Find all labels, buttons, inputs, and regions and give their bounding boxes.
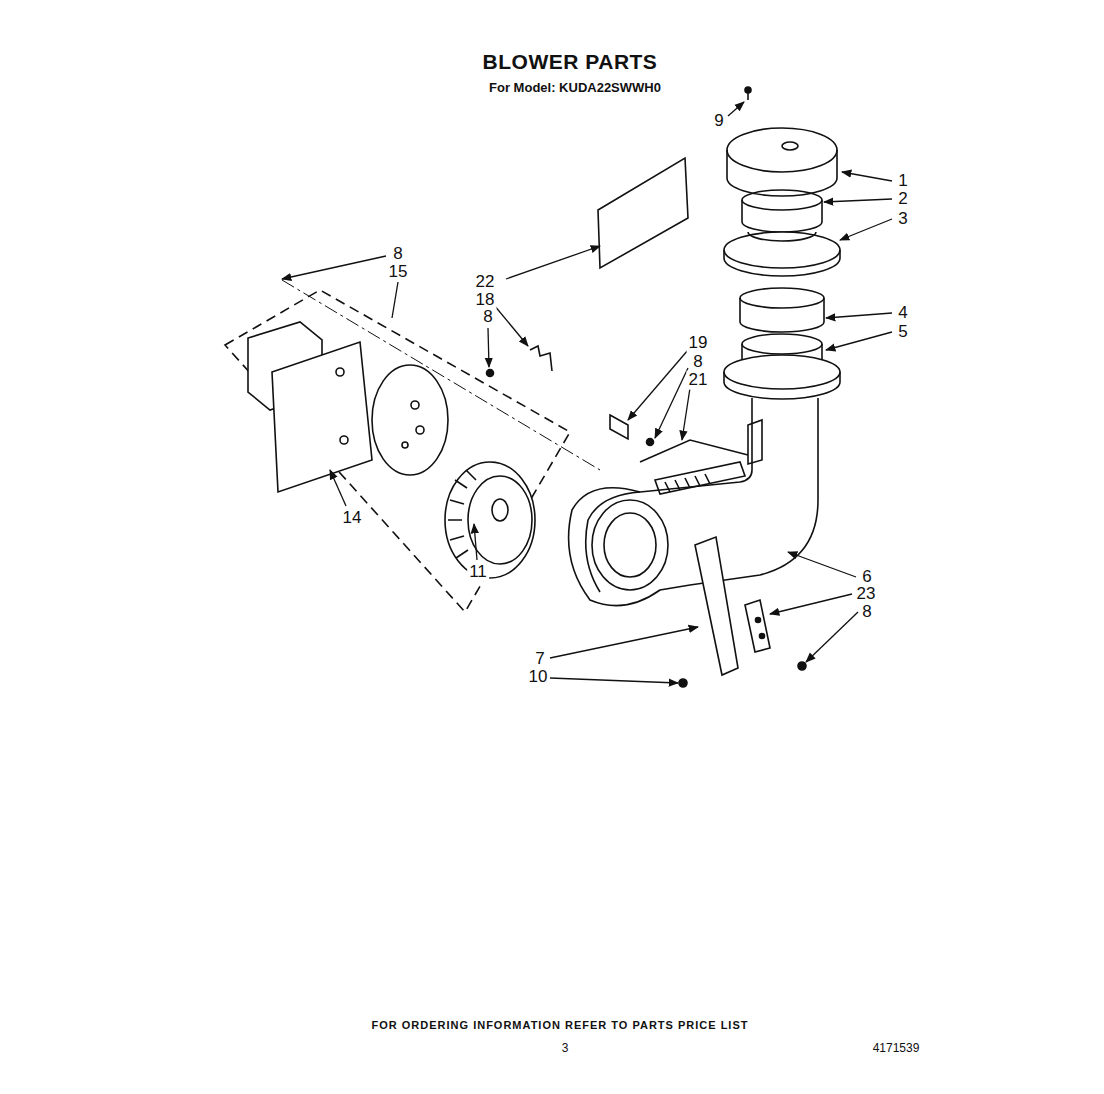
callout-number: 15: [387, 263, 410, 282]
callout-number: 8: [691, 353, 704, 372]
callout-number: 5: [896, 323, 909, 342]
callout-number: 19: [687, 334, 710, 353]
leader-lines: [282, 102, 892, 683]
callout-number: 21: [687, 371, 710, 390]
page-title: BLOWER PARTS: [481, 50, 660, 73]
mounting-brackets: [679, 537, 806, 687]
callout-number: 22: [474, 273, 497, 292]
callout-number: 10: [527, 668, 550, 687]
callout-number: 8: [860, 603, 873, 622]
callout-number: 14: [341, 509, 364, 528]
callout-number: 9: [712, 112, 725, 131]
blower-wheel: [445, 462, 535, 578]
document-number: 4171539: [871, 1042, 922, 1055]
callout-number: 6: [860, 568, 873, 587]
axis-line: [282, 280, 600, 470]
footer-note: FOR ORDERING INFORMATION REFER TO PARTS …: [370, 1019, 751, 1031]
cover-panel: [598, 158, 688, 268]
filter-cap: [727, 87, 837, 196]
callout-number: 4: [896, 304, 909, 323]
leader-line: [392, 282, 398, 318]
small-parts: [487, 346, 749, 462]
assembly-outline: [225, 290, 570, 612]
page-number: 3: [560, 1042, 571, 1055]
callout-number: 7: [533, 650, 546, 669]
callout-number: 8: [391, 245, 404, 264]
callout-number: 23: [855, 585, 878, 604]
model-label: For Model: KUDA22SWWH0: [487, 81, 663, 95]
motor-assembly: [248, 322, 448, 492]
callout-number: 1: [896, 172, 909, 191]
callout-number: 3: [896, 210, 909, 229]
callout-number: 11: [467, 563, 489, 582]
callout-number: 18: [474, 291, 497, 310]
callout-number: 2: [896, 190, 909, 209]
callout-number: 8: [481, 308, 494, 327]
seal-rings: [724, 190, 840, 399]
blower-housing: [569, 488, 690, 606]
